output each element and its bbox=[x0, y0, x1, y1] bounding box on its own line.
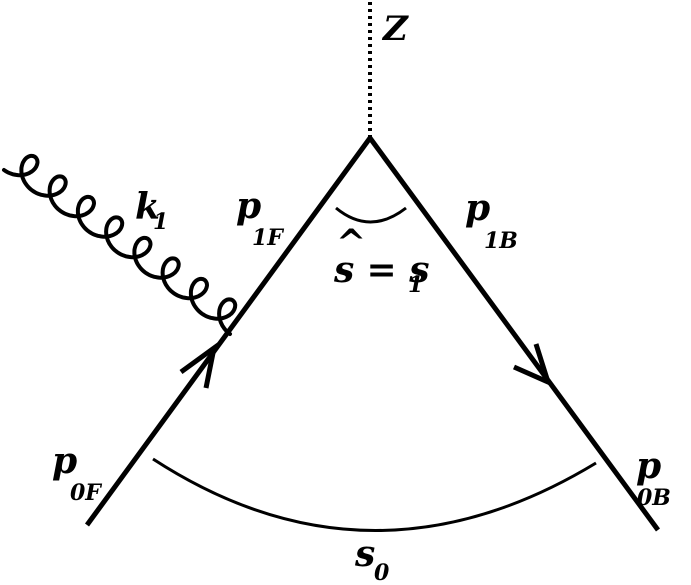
shat-label: ^ s = s1 bbox=[333, 222, 430, 298]
fermion-line-right bbox=[367, 136, 661, 532]
vertex-angle-arc bbox=[335, 206, 407, 224]
arrow-right-icon bbox=[512, 343, 553, 387]
s0-label: s0 bbox=[354, 533, 390, 585]
base-angle-arc bbox=[152, 457, 597, 532]
gluon-line bbox=[2, 153, 238, 336]
z-label: Z bbox=[381, 9, 409, 49]
k1-label: k1 bbox=[135, 186, 168, 235]
arrow-left-icon bbox=[179, 342, 218, 389]
